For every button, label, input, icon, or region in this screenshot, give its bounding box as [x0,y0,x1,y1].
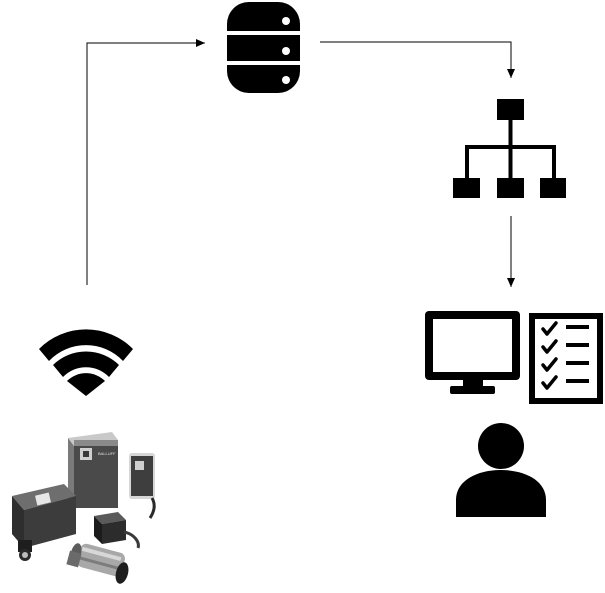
sensor-square [94,512,140,549]
sensor-cylinder [66,543,129,584]
user-icon [456,423,546,517]
wifi-icon [39,329,133,396]
monitor-icon [425,311,520,394]
edge-sensors-to-database [86,39,205,285]
checklist-icon [529,313,603,404]
sensor-housing [12,484,76,561]
sensor-brand-label: BALLUFF [98,451,116,456]
edge-database-to-hierarchy [320,41,515,78]
hierarchy-icon [453,99,566,198]
sensor-block-large: BALLUFF [68,432,118,508]
sensor-block-small [129,453,156,519]
industrial-sensors-image: BALLUFF [12,432,156,584]
database-icon [224,2,304,93]
